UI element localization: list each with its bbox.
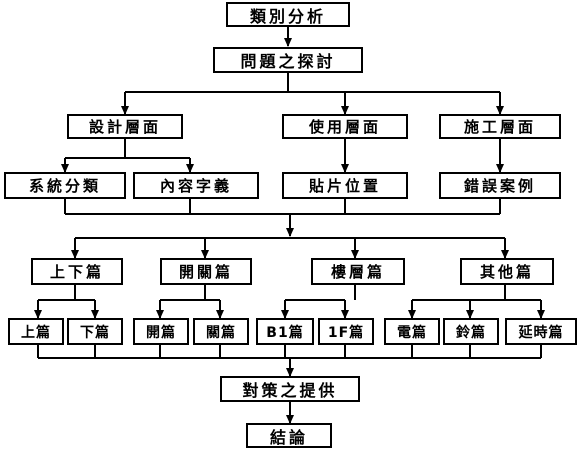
node-electric: 電篇	[384, 318, 440, 345]
node-switch-section: 開關篇	[160, 258, 252, 285]
node-floor-section: 樓層篇	[311, 258, 405, 285]
node-sticker-position: 貼片位置	[282, 172, 408, 199]
node-other-section: 其他篇	[460, 258, 554, 285]
node-b1: B1篇	[256, 318, 314, 345]
node-system-class: 系統分類	[4, 172, 126, 199]
node-usage: 使用層面	[282, 114, 408, 139]
node-countermeasure: 對策之提供	[220, 376, 360, 402]
node-open: 開篇	[133, 318, 189, 345]
node-conclusion: 結論	[246, 423, 332, 448]
node-design: 設計層面	[67, 114, 183, 139]
node-close: 關篇	[193, 318, 249, 345]
node-construction: 施工層面	[439, 114, 561, 139]
node-delay: 延時篇	[505, 318, 577, 345]
node-bell: 鈴篇	[443, 318, 499, 345]
node-classification: 類別分析	[226, 2, 350, 27]
node-down: 下篇	[67, 318, 123, 345]
node-content-meaning: 內容字義	[133, 172, 259, 199]
node-up-down-section: 上下篇	[31, 258, 123, 285]
node-up: 上篇	[8, 318, 64, 345]
node-error-cases: 錯誤案例	[439, 172, 561, 199]
node-1f: 1F篇	[318, 318, 374, 345]
node-discussion: 問題之探討	[213, 47, 363, 73]
